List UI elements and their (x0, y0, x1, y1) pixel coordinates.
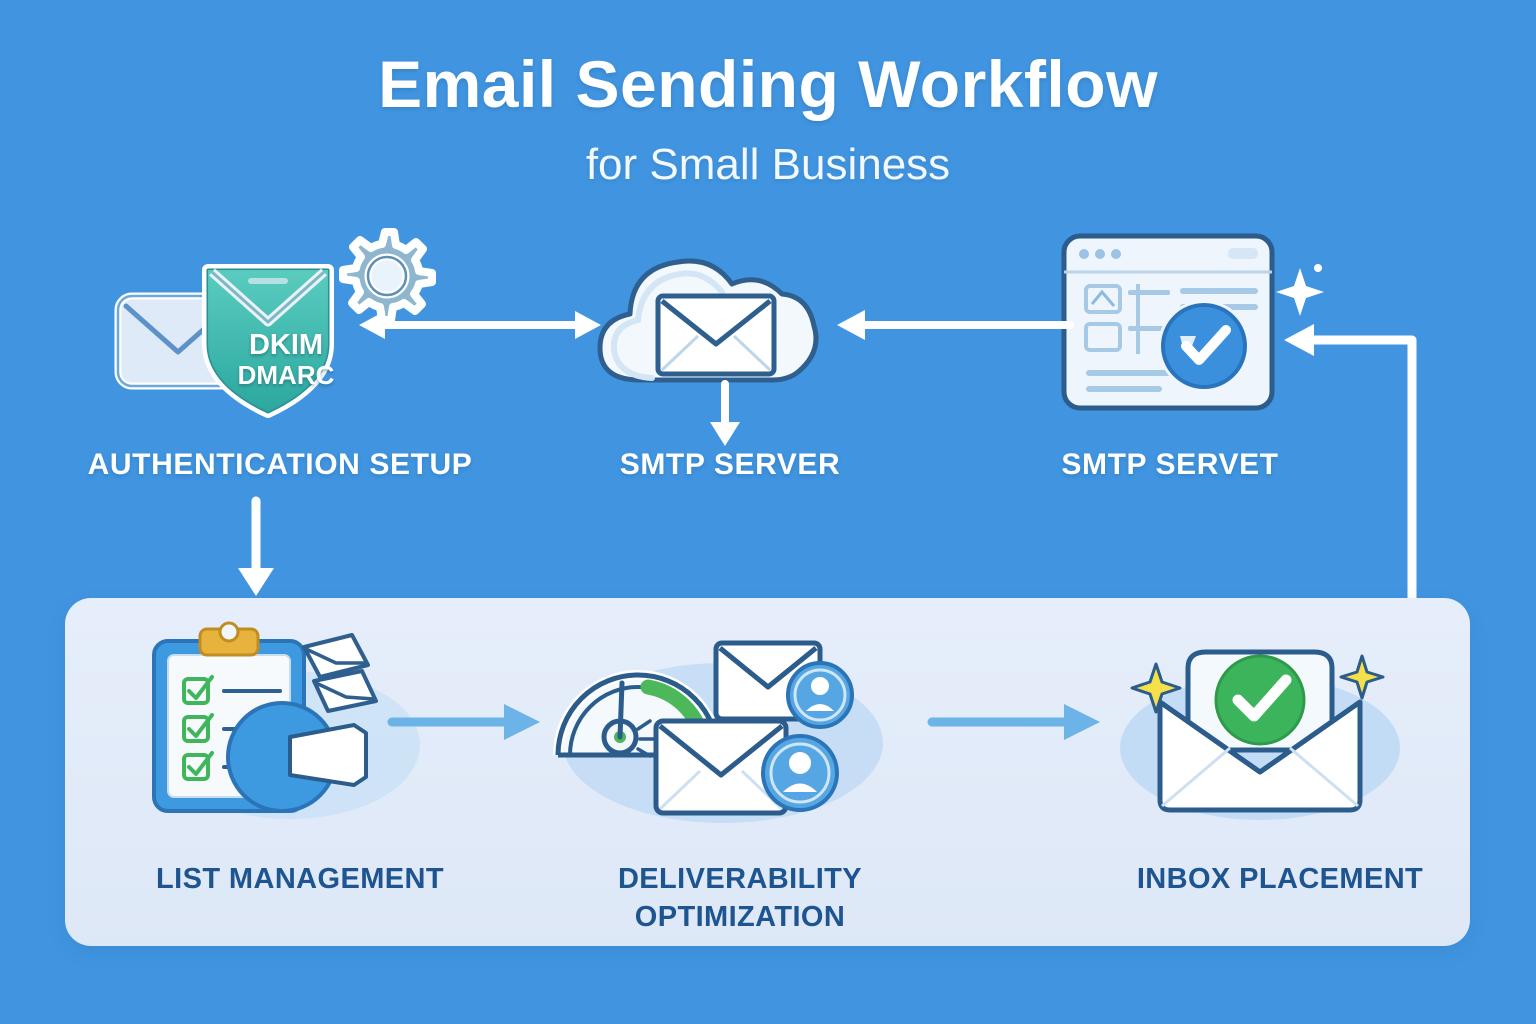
page-title: Email Sending Workflow (378, 47, 1158, 121)
top-label-authentication-setup: AUTHENTICATION SETUP (87, 448, 473, 481)
shield-label-dmarc: DMARC (237, 360, 335, 390)
connector-deliverability-to-inbox (927, 704, 1100, 740)
top-label-smtp-server: SMTP SERVER (619, 448, 841, 481)
authentication-setup-icon-group (108, 226, 436, 426)
smtp-server-icon-group (592, 240, 842, 410)
shield-label: DKIM DMARC (226, 330, 346, 390)
bottom-label-line-1: DELIVERABILITY (617, 863, 863, 895)
list-management-icon-group (140, 621, 430, 825)
bottom-label-line-2: OPTIMIZATION (634, 901, 846, 933)
connector-auth-to-smtp (359, 311, 601, 339)
verified-badge-icon (1158, 300, 1250, 392)
page-subtitle: for Small Business (585, 140, 951, 189)
inbox-placement-icon-group (1110, 630, 1410, 830)
bottom-label-deliverability-optimization: DELIVERABILITY OPTIMIZATION (520, 860, 960, 936)
shield-icon (202, 264, 334, 418)
megaphone-icon (226, 701, 368, 813)
gear-icon (339, 228, 436, 324)
bottom-label-inbox-placement: INBOX PLACEMENT (1136, 863, 1424, 895)
connector-smtp-down (710, 380, 740, 446)
user-avatar-icon (786, 661, 854, 729)
top-label-smtp-servet: SMTP SERVET (1061, 448, 1279, 481)
connector-list-to-deliverability (387, 704, 540, 740)
sparkle-icon (1339, 654, 1385, 700)
sparkle-icon (1130, 662, 1182, 714)
envelope-icon (302, 633, 378, 713)
sparkle-icon (1276, 264, 1324, 316)
shield-label-dkim: DKIM (248, 329, 324, 361)
check-circle-icon (1214, 654, 1306, 746)
smtp-servet-icon-group (1056, 228, 1336, 418)
user-avatar-icon (761, 734, 839, 812)
gauge-icon (553, 670, 723, 758)
connector-servet-to-smtp (837, 310, 1074, 340)
envelope-icon (655, 293, 777, 377)
connector-auth-down-to-panel (238, 496, 274, 596)
bottom-label-list-management: LIST MANAGEMENT (156, 863, 444, 895)
deliverability-optimization-icon-group (548, 625, 888, 835)
